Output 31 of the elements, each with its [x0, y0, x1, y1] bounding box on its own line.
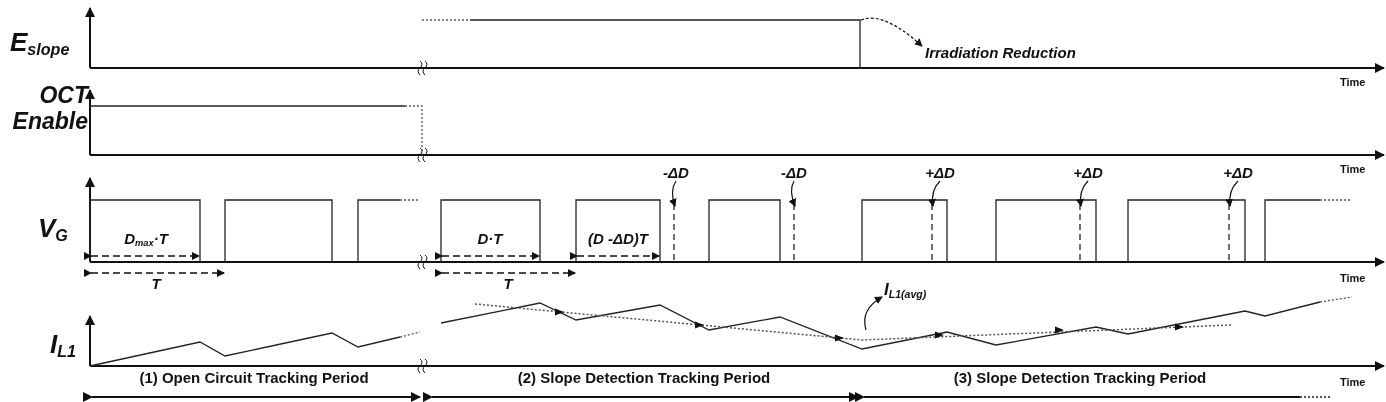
duty-step-label: -ΔD [663, 164, 689, 182]
axis-label: OCT Enable [11, 82, 88, 135]
leader-line [928, 180, 941, 207]
period-label: (1) Open Circuit Tracking Period [139, 369, 369, 387]
dimension-label: T [503, 275, 513, 293]
annotation-text: Irradiation Reduction [925, 44, 1076, 62]
leader-line [1225, 180, 1239, 207]
duty-step-label: -ΔD [781, 164, 807, 182]
duty-step-label: +ΔD [925, 164, 955, 182]
axis-label: Time [1340, 272, 1366, 285]
dimension-label: D·T [477, 230, 503, 248]
leader-line [860, 17, 923, 47]
leader-line [788, 180, 797, 207]
duty-step-label: +ΔD [1223, 164, 1253, 182]
dimension-label: T [151, 275, 161, 293]
axis-label: V$_{G}$ [38, 214, 68, 245]
dimension-label: D$_{max}$·T [124, 230, 168, 249]
dimension-label: (D -ΔD)T [587, 230, 649, 248]
axis-label: Time [1340, 76, 1366, 89]
axis-label: I$_{L1}$ [50, 330, 77, 361]
axis-label: Time [1340, 163, 1366, 176]
period-label: (2) Slope Detection Tracking Period [517, 369, 771, 387]
signal-label: I$_{L1(avg)}$ [884, 280, 927, 300]
period-label: (3) Slope Detection Tracking Period [953, 369, 1207, 387]
duty-step-label: +ΔD [1073, 164, 1103, 182]
leader-line [864, 296, 883, 331]
leader-line [669, 180, 677, 207]
leader-line [1076, 180, 1089, 207]
axis-label: E$_{slope}$ [10, 28, 70, 59]
step-waveform [469, 19, 861, 69]
axis-label: Time [1340, 376, 1366, 389]
